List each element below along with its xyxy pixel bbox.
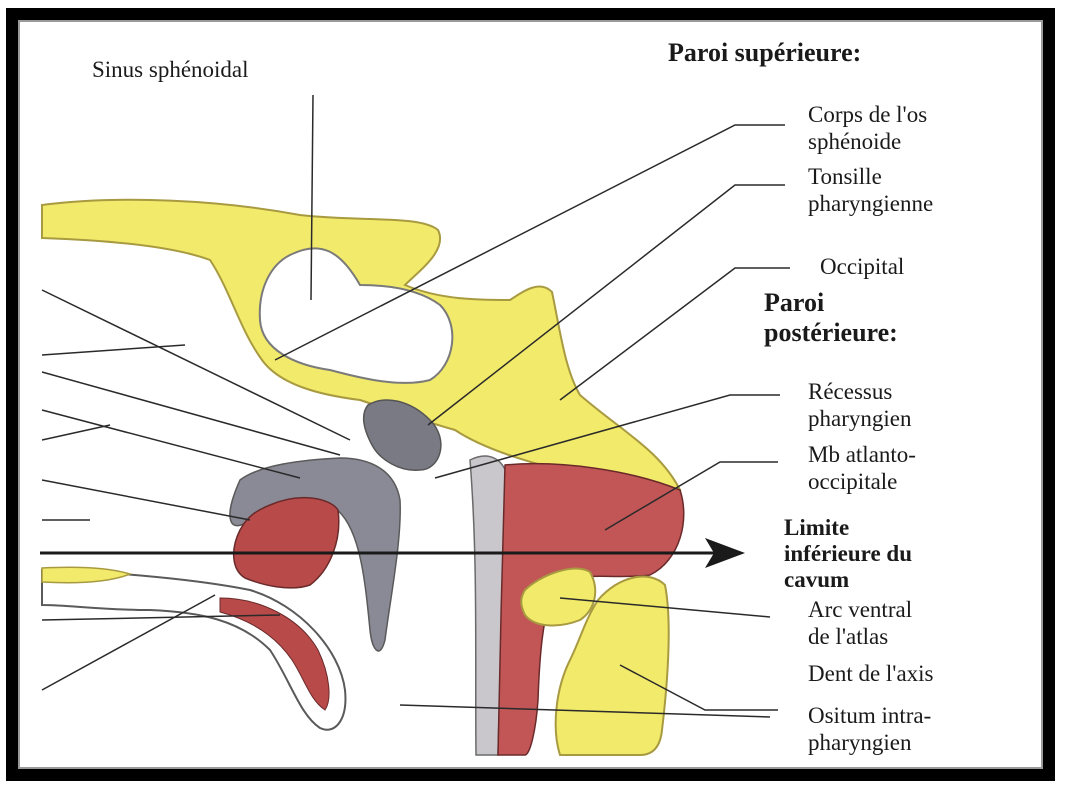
label-occipital: Occipital <box>820 253 904 280</box>
heading-paroi-posterieure: Paroi postérieure: <box>764 288 898 348</box>
label-dent-axis: Dent de l'axis <box>808 660 934 687</box>
label-corps-os-sphenoide: Corps de l'os sphénoide <box>808 101 927 155</box>
label-arc-ventral-atlas: Arc ventral de l'atlas <box>808 596 912 650</box>
label-tonsille-pharyngienne: Tonsille pharyngienne <box>808 163 933 217</box>
leader-occipital <box>560 268 790 400</box>
label-limite-inferieure: Limite inférieure du cavum <box>784 515 912 593</box>
label-recessus-pharyngien: Récessus pharyngien <box>808 378 911 432</box>
heading-paroi-superieure: Paroi supérieure: <box>668 38 861 68</box>
label-mb-atlanto-occipitale: Mb atlanto- occipitale <box>808 441 916 495</box>
label-sinus-sphenoidal: Sinus sphénoidal <box>92 56 249 83</box>
label-ositum-intrapharyngien: Ositum intra- pharyngien <box>808 702 931 756</box>
